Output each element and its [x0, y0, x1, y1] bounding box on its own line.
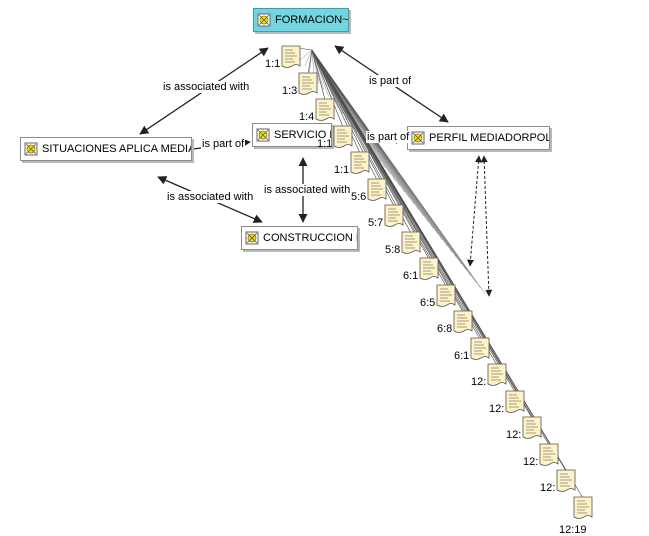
quotation-document-icon[interactable]	[505, 390, 525, 414]
quotation-document-icon[interactable]	[298, 72, 318, 96]
quotation-label: 1:1	[317, 138, 333, 150]
quotation-document-icon[interactable]	[573, 496, 593, 520]
quotation-link-line	[311, 49, 412, 234]
quotation-label: 6:1	[403, 270, 419, 282]
node-label: PERFIL MEDIADORPOLICIAL	[429, 132, 549, 144]
code-icon	[256, 128, 270, 142]
quotation-label: 12:19	[559, 524, 587, 536]
quotation-label: 1:1	[334, 164, 350, 176]
quotation-label: 5:7	[368, 217, 384, 229]
edge-perfil-quote-b	[480, 155, 493, 297]
quotation-link-hatch	[311, 49, 320, 85]
quotation-label: 12:	[489, 403, 505, 415]
quotation-document-icon[interactable]	[350, 151, 370, 175]
network-canvas	[139, 45, 584, 499]
code-icon	[411, 131, 425, 145]
quotation-link-line	[307, 49, 313, 75]
quotation-label: 12:	[540, 482, 556, 494]
quotation-label: 6:5	[420, 297, 436, 309]
node-servicio[interactable]: SERVICIO PCB	[252, 123, 332, 147]
code-icon	[245, 231, 259, 245]
quotation-label: 6:8	[437, 323, 453, 335]
quotation-document-icon[interactable]	[487, 363, 507, 387]
code-icon	[24, 142, 38, 156]
quotation-link-hatch	[311, 49, 329, 97]
quotation-document-icon[interactable]	[367, 178, 387, 202]
node-label: SITUACIONES APLICA MEDIACION	[42, 143, 191, 155]
quotation-label: 12:	[506, 429, 522, 441]
quotation-document-icon[interactable]	[436, 284, 456, 308]
node-formacion[interactable]: FORMACION~	[253, 8, 349, 32]
quotation-document-icon[interactable]	[556, 469, 576, 493]
quotation-document-icon[interactable]	[470, 337, 490, 361]
quotation-document-icon[interactable]	[384, 204, 404, 228]
quotation-document-icon[interactable]	[539, 443, 559, 467]
node-construccion[interactable]: CONSTRUCCION PAZ	[241, 226, 358, 250]
quotation-document-icon[interactable]	[315, 98, 335, 122]
quotation-document-icon[interactable]	[453, 310, 473, 334]
quotation-link-hatch	[299, 49, 313, 61]
edge-perfil-quote-a	[467, 155, 482, 267]
edge-label-formacion-perfil: is part of	[368, 75, 413, 87]
quotation-link-hatch	[311, 49, 334, 103]
quotation-label: 1:3	[282, 85, 298, 97]
node-label: CONSTRUCCION PAZ	[263, 232, 357, 244]
quotation-document-icon[interactable]	[419, 257, 439, 281]
node-label: SERVICIO PCB	[274, 129, 331, 141]
quotation-link-hatch	[311, 49, 339, 109]
quotation-label: 5:8	[385, 244, 401, 256]
quotation-document-icon[interactable]	[333, 125, 353, 149]
quotation-link-line	[311, 49, 326, 101]
quotation-label: 6:1	[454, 350, 470, 362]
quotation-label: 1:1	[265, 58, 281, 70]
quotation-document-icon[interactable]	[522, 416, 542, 440]
edge-label-situaciones-servicio: is part of	[201, 138, 246, 150]
quotation-link-hatch	[311, 49, 324, 91]
edge-label-formacion-situaciones: is associated with	[162, 81, 251, 93]
quotation-label: 12:	[471, 376, 487, 388]
quotation-label: 1:4	[299, 111, 315, 123]
quotation-link-hatch	[309, 49, 313, 73]
quotation-link-hatch	[304, 49, 313, 67]
quotation-document-icon[interactable]	[401, 231, 421, 255]
quotation-document-icon[interactable]	[281, 45, 301, 69]
edge-label-situaciones-construccion: is associated with	[166, 191, 255, 203]
node-perfil[interactable]: PERFIL MEDIADORPOLICIAL	[407, 126, 550, 150]
edge-label-servicio-construccion: is associated with	[263, 184, 352, 196]
quotation-label: 12:	[523, 456, 539, 468]
quotation-label: 5:6	[351, 191, 367, 203]
edge-label-servicio-perfil: is part of	[366, 131, 411, 143]
node-situaciones[interactable]: SITUACIONES APLICA MEDIACION	[20, 137, 192, 161]
code-icon	[257, 13, 271, 27]
node-label: FORMACION~	[275, 14, 349, 26]
